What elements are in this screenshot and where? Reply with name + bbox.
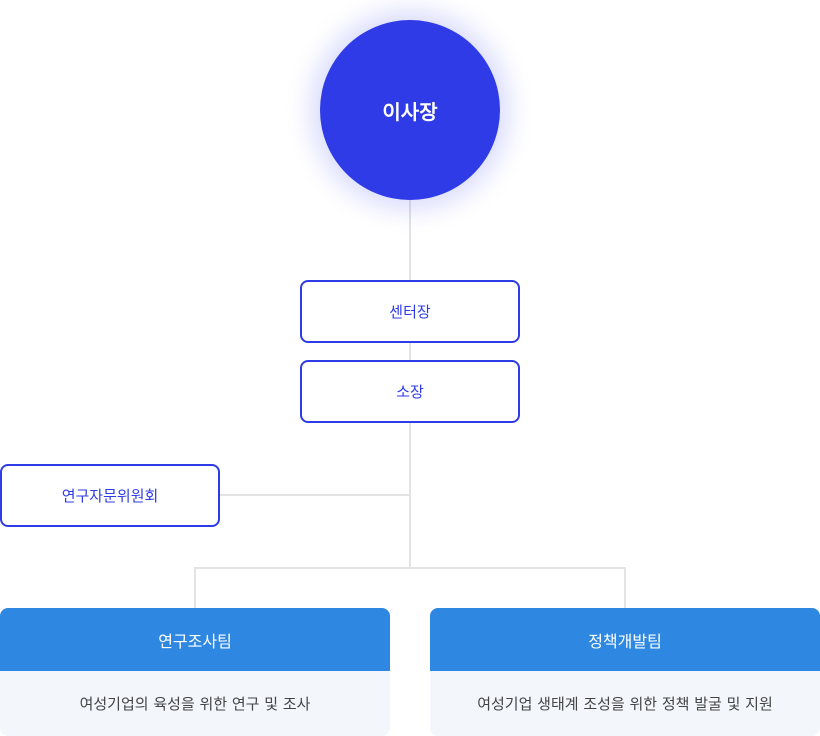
connector-branch-horizontal [194, 567, 626, 569]
director-label: 소장 [396, 383, 424, 401]
director-node: 소장 [300, 360, 520, 423]
advisory-committee-label: 연구자문위원회 [61, 487, 159, 505]
team-policy: 정책개발팀 여성기업 생태계 조성을 위한 정책 발굴 및 지원 [430, 608, 820, 736]
team-research-header: 연구조사팀 [0, 608, 390, 671]
team-research-description: 여성기업의 육성을 위한 연구 및 조사 [79, 695, 311, 713]
chairman-node: 이사장 [320, 20, 500, 200]
center-director-node: 센터장 [300, 280, 520, 343]
advisory-committee-node: 연구자문위원회 [0, 464, 220, 527]
team-policy-description: 여성기업 생태계 조성을 위한 정책 발굴 및 지원 [477, 695, 773, 713]
connector-branch-left [194, 567, 196, 608]
team-policy-header: 정책개발팀 [430, 608, 820, 671]
team-research-body: 여성기업의 육성을 위한 연구 및 조사 [0, 671, 390, 736]
team-research-name: 연구조사팀 [158, 631, 232, 651]
team-policy-name: 정책개발팀 [588, 631, 662, 651]
center-director-label: 센터장 [389, 303, 431, 321]
team-policy-body: 여성기업 생태계 조성을 위한 정책 발굴 및 지원 [430, 671, 820, 736]
team-research: 연구조사팀 여성기업의 육성을 위한 연구 및 조사 [0, 608, 390, 736]
chairman-label: 이사장 [382, 99, 438, 124]
connector-branch-right [624, 567, 626, 608]
connector-advisory [220, 494, 410, 496]
